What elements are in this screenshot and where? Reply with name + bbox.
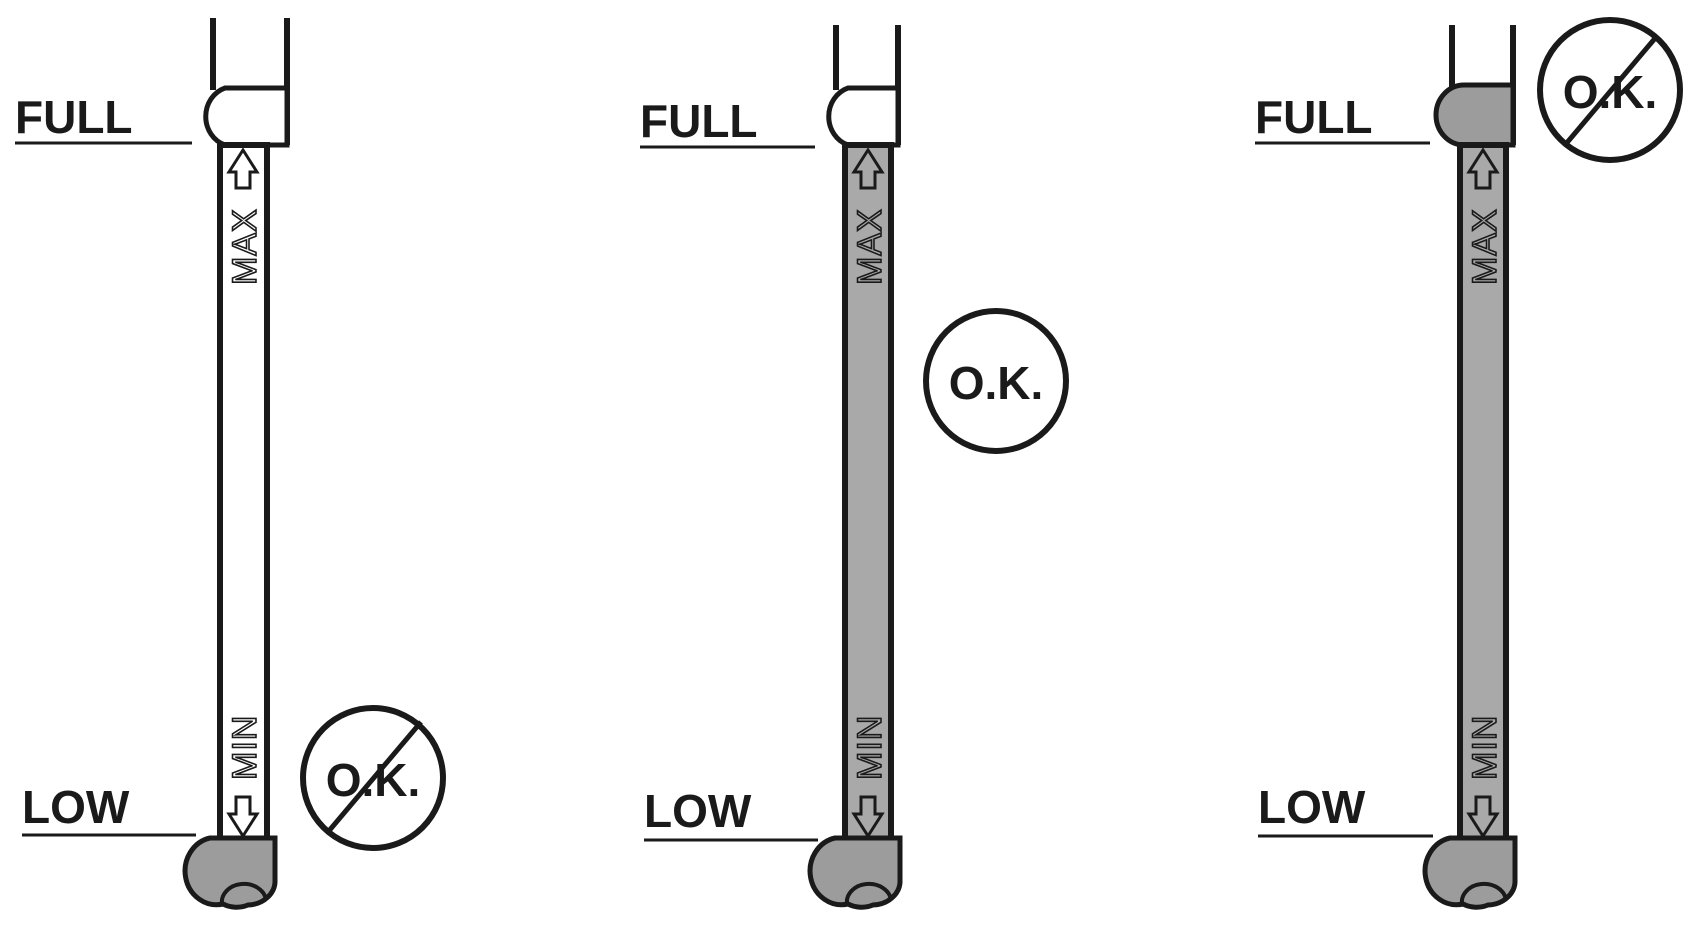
full-label: FULL [15,91,133,143]
bottom-bulb [807,835,903,910]
min-label: MIN [851,715,889,780]
gauge-panel-low: MAX MIN FULL LOW O.K. [15,18,446,910]
max-label: MAX [1466,208,1504,285]
full-label: FULL [1255,91,1373,143]
bottom-bulb-lobe [1459,881,1508,905]
max-label: MAX [851,208,889,285]
max-arrow-up-icon [226,147,260,190]
low-label: LOW [644,785,752,837]
full-reservoir [1433,82,1516,148]
min-arrow-down-icon [851,795,885,839]
ok-badge: O.K. [923,308,1069,454]
bottom-bulb-lobe [844,881,893,905]
full-label: FULL [640,95,758,147]
not-ok-badge: O.K. [300,705,446,851]
min-arrow-down-icon [226,795,260,839]
status-strike [1563,34,1659,147]
gauge-panel-overfull: MAX MIN FULL LOW O.K. [1255,17,1683,910]
max-arrow-up-icon [851,147,885,190]
min-arrow-down-icon [1466,795,1500,839]
max-arrow-up-icon [1466,147,1500,190]
status-circle [923,308,1069,454]
min-label: MIN [1466,715,1504,780]
status-strike [326,720,423,834]
full-reservoir [203,85,290,148]
low-label: LOW [22,781,130,833]
full-reservoir [826,85,901,148]
bottom-bulb [1422,835,1518,910]
bottom-bulb [182,835,278,910]
bottom-bulb-lobe [219,881,268,905]
gauge-panel-ok: MAX MIN FULL LOW O.K. [640,25,1069,910]
ok-label: O.K. [949,357,1044,409]
not-ok-badge: O.K. [1537,17,1683,163]
min-label: MIN [226,715,264,780]
max-label: MAX [226,208,264,285]
low-label: LOW [1258,781,1366,833]
